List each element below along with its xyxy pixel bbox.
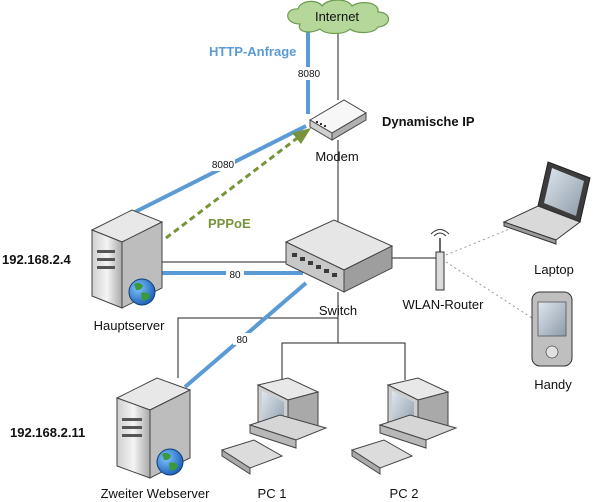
- handy-label: Handy: [534, 377, 572, 392]
- pppoe-arrow: [165, 128, 311, 240]
- laptop-label: Laptop: [534, 262, 574, 277]
- pc2-label: PC 2: [390, 486, 419, 501]
- hauptserver-ip: 192.168.2.4: [2, 252, 71, 267]
- port-label-webserver2: 80: [233, 333, 251, 346]
- pc1-icon: [220, 377, 328, 475]
- svg-text:8080: 8080: [298, 69, 321, 80]
- wlan-router-icon: [430, 229, 450, 291]
- pppoe-label: PPPoE: [208, 216, 251, 231]
- globe-icon: [156, 448, 184, 476]
- webserver2-label: Zweiter Webserver: [101, 486, 211, 501]
- modem-icon: [309, 99, 367, 141]
- internet-label: Internet: [315, 9, 359, 24]
- webserver2-ip: 192.168.2.11: [10, 425, 85, 440]
- svg-text:8080: 8080: [212, 160, 235, 171]
- switch-icon: [284, 219, 394, 293]
- dynamic-ip-label: Dynamische IP: [382, 114, 475, 129]
- port-label-server: 8080: [211, 158, 235, 171]
- http-lines: [134, 28, 310, 389]
- port-label-internet: 8080: [297, 67, 321, 80]
- svg-text:80: 80: [229, 270, 241, 281]
- wlan-router-label: WLAN-Router: [403, 297, 485, 312]
- wireless-lines: [445, 227, 533, 319]
- svg-text:80: 80: [236, 335, 248, 346]
- pc1-label: PC 1: [258, 486, 287, 501]
- handy-icon: [531, 291, 573, 367]
- port-label-hauptserver: 80: [226, 268, 244, 281]
- laptop-icon: [502, 161, 591, 245]
- hauptserver-label: Hauptserver: [94, 318, 165, 333]
- internet-cloud: Internet: [287, 0, 390, 35]
- cable-lines: [162, 30, 436, 380]
- modem-label: Modem: [315, 149, 358, 164]
- pc2-icon: [350, 377, 458, 475]
- switch-label: Switch: [319, 303, 357, 318]
- http-request-label: HTTP-Anfrage: [209, 44, 296, 59]
- globe-icon: [128, 278, 156, 306]
